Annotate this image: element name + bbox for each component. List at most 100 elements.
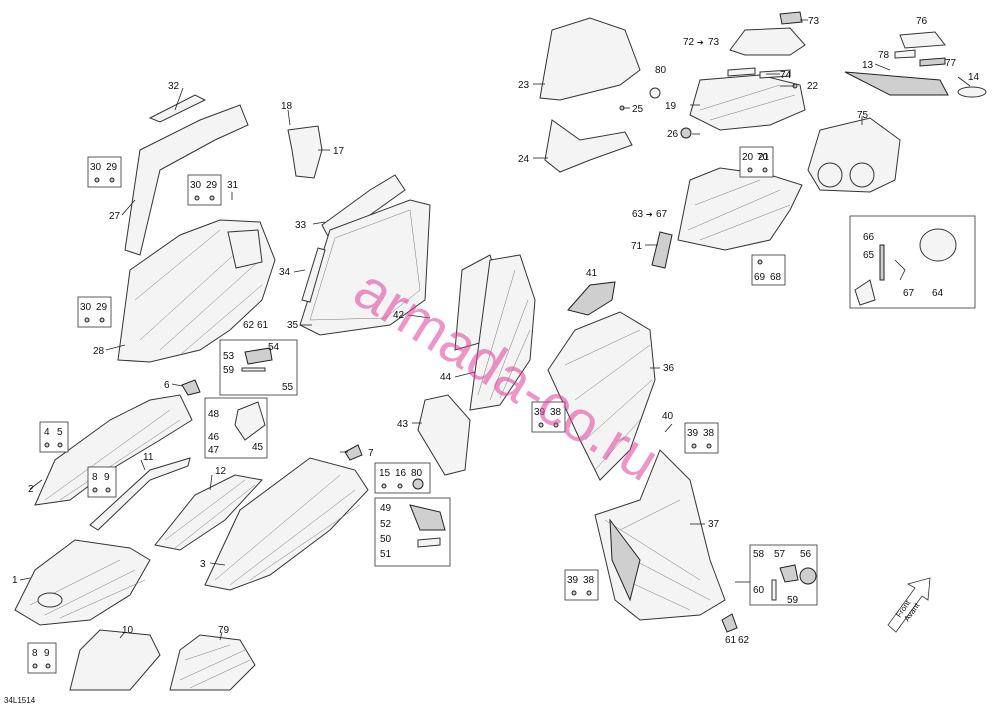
part-28-window — [227, 229, 263, 269]
part-27 — [124, 104, 249, 256]
callout-73: 73 — [708, 37, 720, 48]
part-78 — [894, 49, 916, 59]
callout-63: 63 — [632, 209, 644, 220]
callout-34: 34 — [279, 267, 291, 278]
callout-76: 76 — [916, 16, 928, 27]
box-69-68 — [751, 254, 786, 286]
part-6 — [181, 379, 201, 396]
box-label-49: 49 — [380, 503, 392, 514]
part-53 — [244, 347, 273, 365]
arrow-63-67: ➔ — [646, 210, 653, 219]
part-35 — [299, 199, 431, 336]
callout-67: 67 — [656, 209, 668, 220]
box-label-38a: 38 — [550, 407, 562, 418]
part-59a — [241, 367, 266, 372]
box-label-54: 54 — [268, 342, 280, 353]
part-67-clip — [894, 259, 906, 281]
box-label-50: 50 — [380, 534, 392, 545]
box-label-21: 21 — [758, 152, 770, 163]
hardware-glyphs — [32, 167, 768, 669]
callout-42: 42 — [393, 310, 405, 321]
box-label-57: 57 — [774, 549, 786, 560]
callout-71: 71 — [631, 241, 643, 252]
part-36 — [547, 311, 656, 481]
callout-37: 37 — [708, 519, 720, 530]
part-71 — [651, 231, 673, 269]
callout-33: 33 — [295, 220, 307, 231]
callout-14: 14 — [968, 72, 980, 83]
box-label-15: 15 — [379, 468, 391, 479]
box-group-49 — [374, 497, 451, 567]
box-label-9b: 9 — [44, 648, 50, 659]
part-77 — [919, 57, 946, 67]
callout-2: 2 — [28, 484, 34, 495]
part-48-bracket — [234, 401, 266, 441]
callout-65: 65 — [863, 250, 875, 261]
part-73 — [779, 11, 803, 25]
callout-43: 43 — [397, 419, 409, 430]
part-32 — [148, 94, 207, 123]
box-39-38-b — [684, 422, 719, 454]
part-43 — [417, 394, 471, 476]
callout-25: 25 — [632, 104, 644, 115]
callout-18: 18 — [281, 101, 293, 112]
box-label-45: 45 — [252, 442, 264, 453]
part-35-inner — [309, 209, 421, 321]
part-1 — [14, 539, 151, 626]
front-direction-arrow: Front Avant — [887, 577, 931, 633]
callout-7: 7 — [368, 448, 374, 459]
callout-40: 40 — [662, 411, 674, 422]
box-label-61-62a: 61 — [725, 635, 737, 646]
drawing-code: 34L1514 — [4, 696, 36, 705]
part-72 — [729, 27, 806, 56]
box-label-61-62b: 62 — [738, 635, 750, 646]
callout-64: 64 — [932, 288, 944, 299]
box-label-4: 4 — [44, 427, 50, 438]
box-30-29-a — [87, 156, 122, 188]
box-label-80: 80 — [411, 468, 423, 479]
box-label-55: 55 — [282, 382, 294, 393]
box-label-38b: 38 — [703, 428, 715, 439]
box-label-48: 48 — [208, 409, 220, 420]
box-label-39a: 39 — [534, 407, 546, 418]
box-label-8a: 8 — [92, 472, 98, 483]
callout-67-inset: 67 — [903, 288, 915, 299]
box-4-5 — [39, 421, 69, 453]
callout-3: 3 — [200, 559, 206, 570]
part-50-clip — [417, 537, 441, 548]
box-label-68: 68 — [770, 272, 782, 283]
box-8-9-b — [27, 642, 57, 674]
part-13 — [844, 71, 949, 96]
part-56 — [799, 567, 817, 585]
callout-36: 36 — [663, 363, 675, 374]
box-label-46: 46 — [208, 432, 220, 443]
callout-80-top: 80 — [655, 65, 667, 76]
box-label-30b: 30 — [190, 180, 202, 191]
box-label-29c: 29 — [96, 302, 108, 313]
part-23 — [539, 17, 641, 101]
part-41 — [567, 281, 616, 316]
box-label-29a: 29 — [106, 162, 118, 173]
callout-62: 62 — [243, 320, 255, 331]
box-39-38-a — [531, 401, 566, 433]
box-label-8b: 8 — [32, 648, 38, 659]
box-label-60: 60 — [753, 585, 765, 596]
arrow-72-73: ➔ — [697, 38, 704, 47]
callout-66: 66 — [863, 232, 875, 243]
part-60 — [771, 579, 777, 601]
box-label-59: 59 — [223, 365, 235, 376]
part-37-vents — [609, 518, 641, 602]
box-label-30a: 30 — [90, 162, 102, 173]
part-61-62 — [721, 613, 738, 633]
box-39-38-c — [564, 569, 599, 601]
part-44 — [469, 254, 536, 411]
part-34 — [301, 247, 326, 303]
box-label-16: 16 — [395, 468, 407, 479]
callout-74: 74 — [780, 70, 792, 81]
box-label-59b: 59 — [787, 595, 799, 606]
callout-35: 35 — [287, 320, 299, 331]
part-12 — [154, 474, 263, 551]
box-label-20: 20 — [742, 152, 754, 163]
part-79 — [169, 634, 256, 691]
part-64 — [919, 228, 957, 262]
